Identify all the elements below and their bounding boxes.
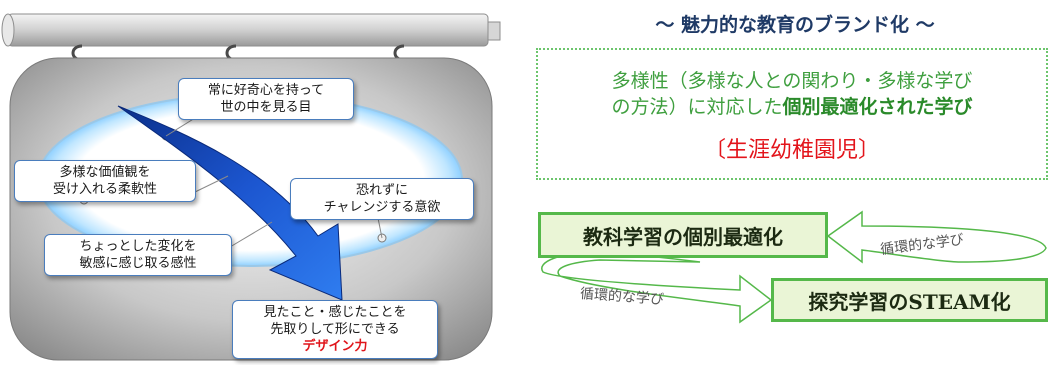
bubble-design: 見たこと・感じたことを 先取りして形にできる デザイン力 xyxy=(232,300,438,359)
bubble-design-line3: デザイン力 xyxy=(302,339,368,354)
bubble-values-line2: 受け入れる柔軟性 xyxy=(52,182,157,197)
bubble-challenge-line2: チャレンジする意欲 xyxy=(323,200,441,215)
bubble-values: 多様な価値観を 受け入れる柔軟性 xyxy=(14,160,196,202)
diversity-line2-prefix: の方法）に対応した xyxy=(611,96,783,118)
bubble-values-line1: 多様な価値観を xyxy=(59,165,151,180)
bubble-curiosity: 常に好奇心を持って 世の中を見る目 xyxy=(178,78,354,120)
bubble-sensitivity-line2: 敏感に感じ取る感性 xyxy=(79,256,197,271)
bubble-curiosity-line1: 常に好奇心を持って xyxy=(207,83,325,98)
connector-lines xyxy=(165,117,383,248)
bubble-design-line2: 先取りして形にできる xyxy=(270,322,400,337)
inquiry-learning-box: 探究学習のSTEAM化 xyxy=(771,278,1048,322)
diversity-line2-bold: 個別最適化された学び xyxy=(782,96,973,118)
bubble-curiosity-line2: 世の中を見る目 xyxy=(220,100,312,115)
cycle-label-top: 循環的な学び xyxy=(879,231,965,259)
bubble-sensitivity: ちょっとした変化を 敏感に感じ取る感性 xyxy=(44,234,232,276)
target-label: 〔生涯幼稚園児〕 xyxy=(703,138,880,163)
hanging-rod xyxy=(1,13,501,47)
signboard-graphic xyxy=(1,13,501,361)
signboard-illustration: 常に好奇心を持って 世の中を見る目 多様な価値観を 受け入れる柔軟性 恐れずに … xyxy=(0,0,520,365)
bubble-design-line1: 見たこと・感じたことを xyxy=(263,305,407,320)
bubble-challenge: 恐れずに チャレンジする意欲 xyxy=(290,178,474,220)
diversity-line1: 多様性（多様な人との関わり・多様な学び xyxy=(611,70,973,92)
subject-learning-box: 教科学習の個別最適化 xyxy=(538,212,828,258)
bubble-sensitivity-line1: ちょっとした変化を xyxy=(79,239,197,254)
bubble-challenge-line1: 恐れずに xyxy=(355,183,408,198)
diversity-box: 多様性（多様な人との関わり・多様な学び の方法）に対応した個別最適化された学び … xyxy=(536,48,1048,180)
diversity-line2: の方法）に対応した個別最適化された学び xyxy=(538,92,1046,119)
cycle-label-bottom: 循環的な学び xyxy=(579,286,665,308)
arrow-to-inquiry xyxy=(541,251,773,324)
brand-title: ～ 魅力的な教育のブランド化 ～ xyxy=(655,14,935,36)
